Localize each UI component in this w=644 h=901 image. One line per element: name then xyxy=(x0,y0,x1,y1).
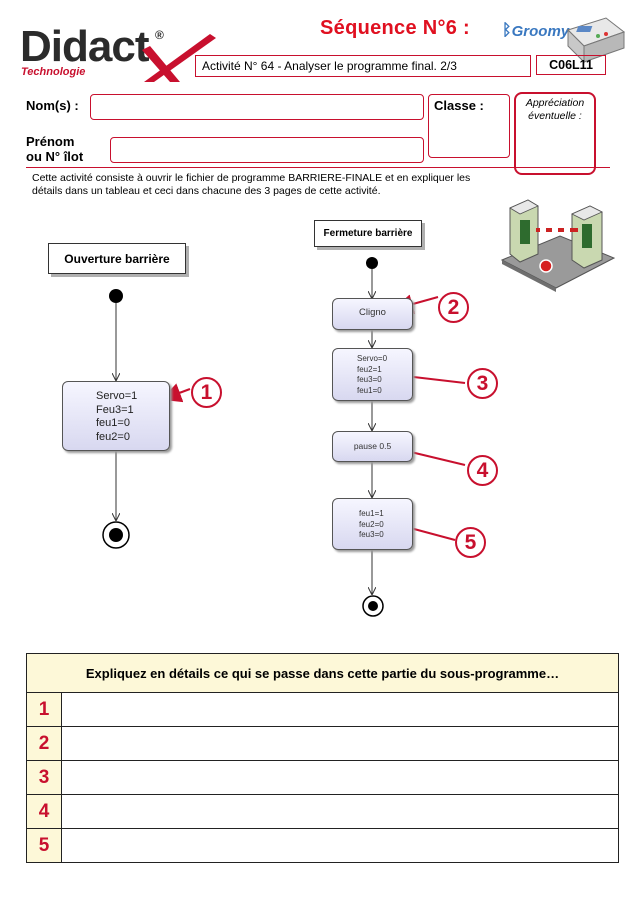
servo-state-line4: feu1=0 xyxy=(357,385,382,395)
logo-x-mark xyxy=(142,34,216,82)
nom-input[interactable] xyxy=(90,94,424,120)
header-rule xyxy=(26,167,610,168)
appreciation-line2: éventuelle : xyxy=(528,110,582,122)
answer-cell-3[interactable] xyxy=(61,760,619,795)
marker-1: 1 xyxy=(191,377,222,408)
servo-state-line1: Servo=0 xyxy=(357,354,388,363)
groomy-brand: Groomy xyxy=(511,22,570,40)
controller-board-image xyxy=(567,17,626,64)
activity-code: C06L11 xyxy=(549,58,593,72)
groomy-logo: ᛒ Groomy xyxy=(502,22,569,40)
explanation-table: Expliquez en détails ce qui se passe dan… xyxy=(26,653,619,863)
logo-registered: ® xyxy=(155,28,164,42)
left-state-box: Servo=1 Feu3=1 feu1=0 feu2=0 xyxy=(62,381,170,451)
intro-text: Cette activité consiste à ouvrir le fich… xyxy=(32,172,512,197)
answer-cell-1[interactable] xyxy=(61,692,619,727)
prenom-label-line1: Prénom xyxy=(26,134,75,149)
activity-box: Activité N° 64 - Analyser le programme f… xyxy=(195,55,531,77)
intro-line1: Cette activité consiste à ouvrir le fich… xyxy=(32,172,471,184)
appreciation-line1: Appréciation xyxy=(525,97,585,109)
table-row: 2 xyxy=(26,726,619,761)
groomy-icon: ᛒ xyxy=(502,22,512,39)
left-diagram-title: Ouverture barrière xyxy=(48,243,186,274)
prenom-input[interactable] xyxy=(110,137,424,163)
activity-label: Activité N° 64 - Analyser le programme f… xyxy=(202,59,457,73)
appreciation-box: Appréciation éventuelle : xyxy=(514,92,596,175)
left-state-line4: feu2=0 xyxy=(96,430,130,443)
answer-cell-5[interactable] xyxy=(61,828,619,863)
left-state-line2: Feu3=1 xyxy=(96,403,134,416)
cligno-state-label: Cligno xyxy=(359,307,386,319)
table-row: 1 xyxy=(26,692,619,727)
right-diagram-title-text: Fermeture barrière xyxy=(323,228,413,239)
cligno-state-box: Cligno xyxy=(332,298,413,330)
marker-2: 2 xyxy=(438,292,469,323)
logo-name: Didact xyxy=(20,22,149,71)
marker-3: 3 xyxy=(467,368,498,399)
intro-line2: détails dans un tableau et ceci dans cha… xyxy=(32,184,381,197)
table-row: 3 xyxy=(26,760,619,795)
explanation-header-row: Expliquez en détails ce qui se passe dan… xyxy=(26,653,619,693)
row-number-5: 5 xyxy=(26,828,62,863)
flow-connectors xyxy=(102,257,466,617)
classe-box[interactable]: Classe : xyxy=(428,94,510,158)
feu-state-box: feu1=1 feu2=0 feu3=0 xyxy=(332,498,413,550)
prenom-label-line2: ou N° îlot xyxy=(26,149,84,164)
servo-state-line2: feu2=1 xyxy=(357,364,382,374)
row-number-4: 4 xyxy=(26,794,62,829)
left-diagram-title-text: Ouverture barrière xyxy=(64,251,170,266)
marker-5: 5 xyxy=(455,527,486,558)
servo-state-line3: feu3=0 xyxy=(357,375,382,384)
right-end-node-dot xyxy=(368,601,378,611)
left-end-node-dot xyxy=(109,528,123,542)
right-start-node xyxy=(366,257,378,269)
pause-state-label: pause 0.5 xyxy=(353,440,392,451)
code-box: C06L11 xyxy=(536,55,606,75)
appreciation-label: Appréciation éventuelle : xyxy=(516,94,594,123)
classe-label: Classe : xyxy=(434,98,484,113)
table-row: 4 xyxy=(26,794,619,829)
nom-label: Nom(s) : xyxy=(26,98,79,113)
answer-cell-2[interactable] xyxy=(61,726,619,761)
prenom-label: Prénom ou N° îlot xyxy=(26,134,83,164)
right-diagram-title: Fermeture barrière xyxy=(314,220,422,247)
explanation-header: Expliquez en détails ce qui se passe dan… xyxy=(26,653,619,693)
row-number-1: 1 xyxy=(26,692,62,727)
barrier-model-image xyxy=(500,199,616,292)
table-row: 5 xyxy=(26,828,619,863)
pause-state-box: pause 0.5 xyxy=(332,431,413,462)
answer-cell-4[interactable] xyxy=(61,794,619,829)
feu-state-line2: feu2=0 xyxy=(359,519,384,529)
logo-didact: Didact xyxy=(20,22,149,72)
row-number-3: 3 xyxy=(26,760,62,795)
row-number-2: 2 xyxy=(26,726,62,761)
left-state-line3: feu1=0 xyxy=(96,417,130,429)
servo-state-box: Servo=0 feu2=1 feu3=0 feu1=0 xyxy=(332,348,413,401)
left-start-node xyxy=(109,289,123,303)
left-state-line1: Servo=1 xyxy=(96,390,138,402)
feu-state-line3: feu3=0 xyxy=(359,530,384,539)
logo-subtitle: Technologie xyxy=(21,66,86,78)
marker-4: 4 xyxy=(467,455,498,486)
feu-state-line1: feu1=1 xyxy=(359,509,384,518)
sequence-title: Séquence N°6 : xyxy=(320,17,471,39)
